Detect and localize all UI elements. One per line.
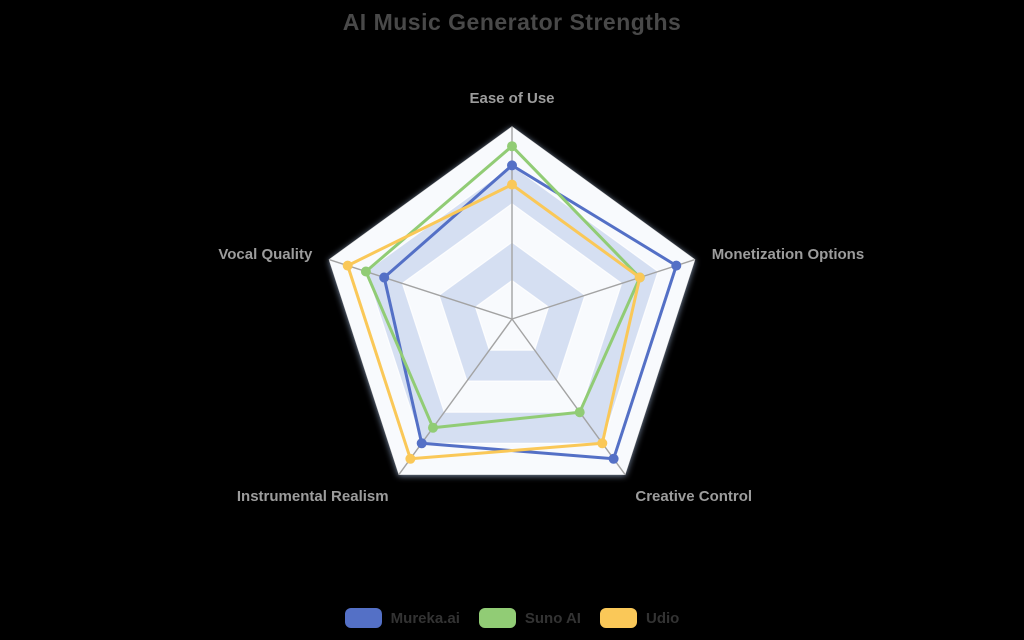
legend-item-mureka[interactable]: Mureka.ai xyxy=(344,608,460,628)
series-point[interactable] xyxy=(405,453,416,464)
legend-item-suno[interactable]: Suno AI xyxy=(478,608,581,628)
legend-swatch-udio xyxy=(599,608,637,628)
axis-label-ease-of-use: Ease of Use xyxy=(469,90,554,107)
series-point[interactable] xyxy=(634,272,645,283)
series-point[interactable] xyxy=(507,141,517,152)
radar-axis-line xyxy=(511,318,626,475)
series-point[interactable] xyxy=(428,422,438,433)
series-line xyxy=(364,144,642,430)
axis-label-vocal-quality: Vocal Quality xyxy=(218,246,313,263)
legend-swatch-suno xyxy=(478,608,516,628)
axis-label-creative-control: Creative Control xyxy=(635,488,752,505)
axis-label-monetization-options: Monetization Options xyxy=(712,246,864,263)
series-point[interactable] xyxy=(574,407,585,418)
radar-axis-line xyxy=(398,318,513,475)
series-line xyxy=(346,183,642,461)
series-point[interactable] xyxy=(507,160,517,171)
series-point[interactable] xyxy=(342,260,353,271)
series-point[interactable] xyxy=(671,260,682,271)
series-point[interactable] xyxy=(507,179,517,190)
radar-grid xyxy=(328,126,696,475)
series-point[interactable] xyxy=(416,438,427,449)
series-point[interactable] xyxy=(597,438,608,449)
legend-swatch-mureka xyxy=(344,608,382,628)
axis-label-instrumental-realism: Instrumental Realism xyxy=(237,488,389,505)
radar-axis-line xyxy=(511,259,695,320)
chart-title: AI Music Generator Strengths xyxy=(342,9,682,35)
series-point[interactable] xyxy=(608,453,619,464)
legend-label-udio: Udio xyxy=(645,609,680,627)
legend: Mureka.ai Suno AI Udio xyxy=(0,608,1024,628)
series-point[interactable] xyxy=(379,272,390,283)
series-point[interactable] xyxy=(360,266,371,277)
legend-label-suno: Suno AI xyxy=(524,609,581,627)
radar-axis-line xyxy=(329,259,513,320)
legend-label-mureka: Mureka.ai xyxy=(390,609,460,627)
series-udio xyxy=(342,179,645,464)
legend-item-udio[interactable]: Udio xyxy=(599,608,680,628)
